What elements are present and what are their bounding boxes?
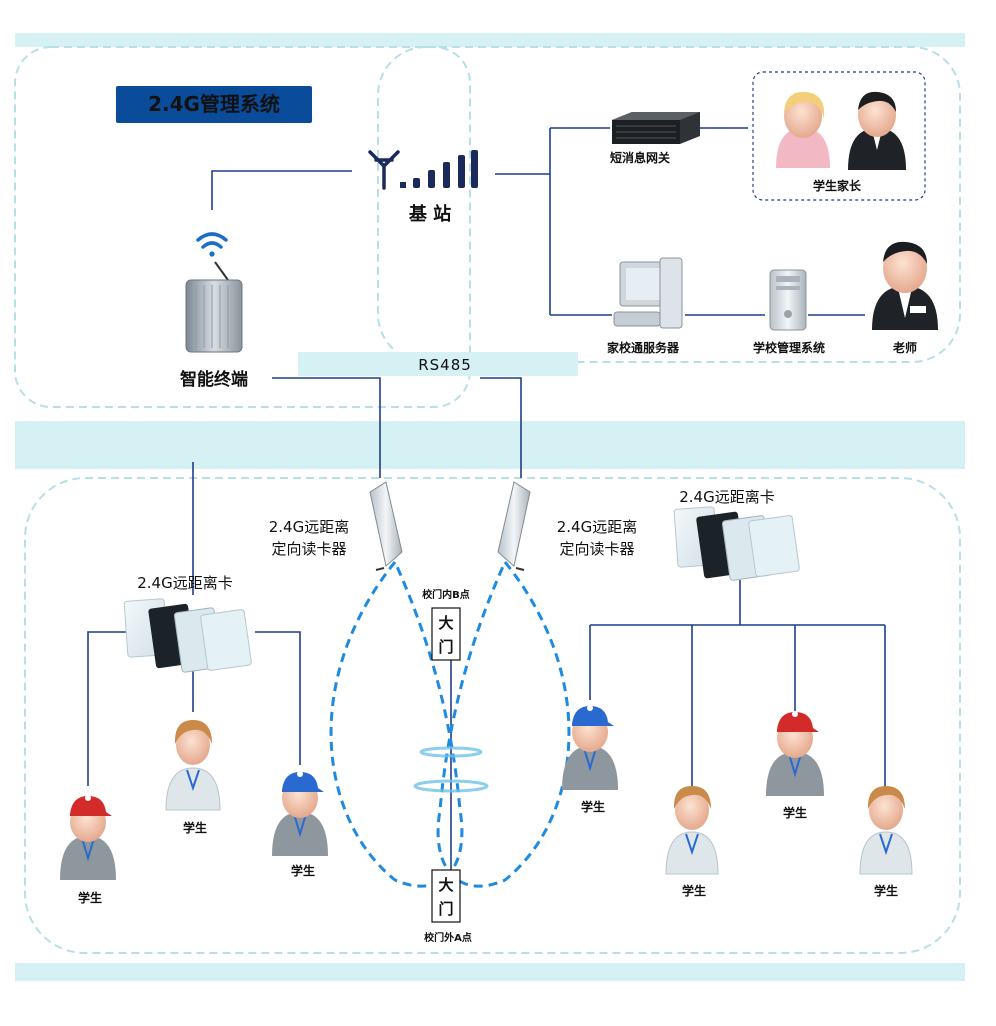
- student-label-1: 学生: [78, 890, 102, 905]
- antenna-signal-icon: [368, 150, 478, 190]
- student-red-cap-icon: [60, 795, 116, 880]
- student-blue-cap-icon: [272, 771, 328, 856]
- student-girl-icon-right-2: [859, 786, 913, 875]
- computer-icon: [613, 257, 683, 329]
- home-school-server-label: 家校通服务器: [607, 340, 680, 355]
- gate-b-point-label: 校门内B点: [422, 588, 470, 601]
- connection-lines: [87, 127, 886, 872]
- reader-left-label-1: 2.4G远距离: [269, 518, 349, 536]
- reader-right-label-1: 2.4G远距离: [557, 518, 637, 536]
- wifi-icon: [196, 232, 228, 257]
- parent-mother-icon: [776, 91, 830, 168]
- parent-father-icon: [848, 91, 906, 170]
- student-label-2: 学生: [183, 820, 207, 835]
- school-mgmt-label: 学校管理系统: [753, 340, 825, 355]
- student-label-6: 学生: [783, 805, 807, 820]
- student-blue-cap-icon-right: [562, 705, 618, 790]
- rfid-card-stack-left-icon: [123, 598, 252, 673]
- gate-b-char2: 门: [438, 638, 453, 656]
- student-red-cap-icon-right: [766, 711, 824, 796]
- rfid-card-stack-right-icon: [673, 506, 800, 581]
- card-right-label: 2.4G远距离卡: [679, 488, 774, 506]
- teacher-icon: [872, 241, 938, 330]
- left-top-region: [14, 46, 471, 408]
- title-badge: [116, 86, 312, 123]
- parents-box: [752, 71, 926, 201]
- student-label-3: 学生: [291, 863, 315, 878]
- bottom-band: [15, 963, 965, 981]
- parents-label: 学生家长: [813, 178, 862, 193]
- gate-a-char1: 大: [438, 876, 453, 894]
- pc-tower-icon: [769, 269, 807, 331]
- gate-b-box: [431, 607, 461, 661]
- gate-a-char2: 门: [438, 900, 453, 918]
- panel-reader-right-icon: [497, 481, 531, 571]
- gate-rings: [413, 746, 489, 793]
- student-girl-icon-right-1: [665, 786, 719, 875]
- student-label-7: 学生: [874, 883, 898, 898]
- server-rack-icon: [612, 112, 700, 144]
- terminal-label: 智能终端: [180, 369, 248, 390]
- gate-a-point-label: 校门外A点: [424, 931, 472, 944]
- student-label-4: 学生: [581, 799, 605, 814]
- gate-a-box: [431, 869, 461, 923]
- gate-b-char1: 大: [438, 614, 453, 632]
- student-label-5: 学生: [682, 883, 706, 898]
- rs485-bus: [298, 352, 578, 376]
- base-station-label: 基 站: [408, 203, 451, 225]
- bottom-region: [24, 477, 961, 954]
- page-title: 2.4G管理系统: [148, 92, 280, 116]
- rs485-label: RS485: [418, 356, 472, 374]
- student-girl-icon: [165, 720, 221, 811]
- middle-band: [15, 421, 965, 469]
- card-left-label: 2.4G远距离卡: [137, 574, 232, 592]
- reader-right-label-2: 定向读卡器: [559, 540, 634, 558]
- reader-left-label-2: 定向读卡器: [271, 540, 346, 558]
- top-band: [15, 33, 965, 47]
- sms-gateway-label: 短消息网关: [610, 150, 670, 165]
- panel-reader-left-icon: [369, 481, 403, 571]
- teacher-label: 老师: [893, 340, 917, 355]
- right-top-region: [377, 46, 961, 363]
- terminal-device-icon: [185, 261, 243, 353]
